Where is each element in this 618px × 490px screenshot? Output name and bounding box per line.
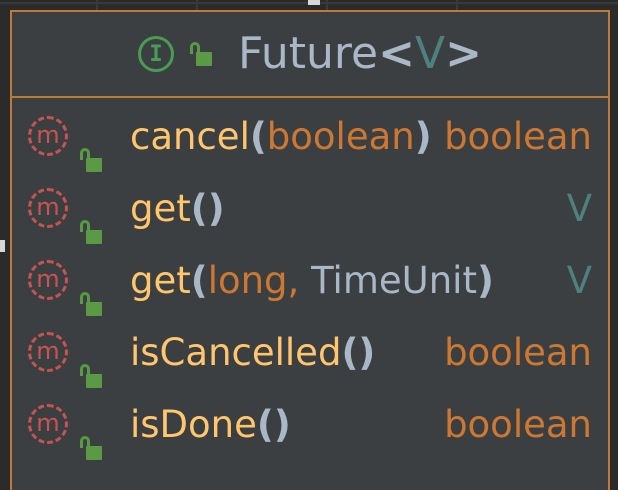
method-row[interactable]: m isDone() boolean	[12, 388, 608, 460]
close-paren: )	[476, 258, 494, 302]
return-type: boolean	[444, 114, 592, 158]
public-lock-icon	[80, 148, 102, 172]
interface-icon-letter: I	[149, 41, 163, 67]
class-title: Future<V>	[238, 32, 482, 76]
method-icon-letter: m	[36, 120, 60, 149]
method-icon: m	[28, 188, 68, 228]
open-paren: (	[256, 402, 274, 446]
method-row[interactable]: m isCancelled() boolean	[12, 316, 608, 388]
return-type: boolean	[444, 402, 592, 446]
method-name: get	[130, 186, 191, 230]
close-paren: )	[414, 114, 432, 158]
method-name: get	[130, 258, 191, 302]
open-paren: (	[190, 186, 208, 230]
canvas-marker	[0, 240, 5, 252]
public-lock-icon	[80, 292, 102, 316]
method-parameter: long	[207, 258, 288, 302]
public-lock-icon	[80, 364, 102, 388]
method-signature: isDone()	[130, 406, 291, 443]
close-paren: )	[273, 402, 291, 446]
interface-icon: I	[138, 36, 174, 72]
close-paren: )	[207, 186, 225, 230]
method-parameter: boolean	[266, 114, 415, 158]
method-icon: m	[28, 260, 68, 300]
return-type: V	[566, 258, 592, 302]
class-name: Future	[238, 28, 379, 79]
method-name: isDone	[130, 402, 257, 446]
return-type: V	[566, 186, 592, 230]
close-paren: )	[358, 330, 376, 374]
method-name: cancel	[130, 114, 250, 158]
method-icon: m	[28, 404, 68, 444]
return-type: boolean	[444, 330, 592, 374]
method-row[interactable]: m get(long, TimeUnit) V	[12, 244, 608, 316]
method-name: isCancelled	[130, 330, 342, 374]
method-icon: m	[28, 116, 68, 156]
type-close-angle: >	[445, 28, 482, 79]
method-icon-letter: m	[36, 408, 60, 437]
method-signature: cancel(boolean)	[130, 118, 432, 155]
method-parameter: TimeUnit	[311, 258, 477, 302]
method-icon: m	[28, 332, 68, 372]
public-lock-icon	[80, 436, 102, 460]
public-lock-icon	[80, 220, 102, 244]
public-lock-icon	[190, 42, 212, 66]
open-paren: (	[341, 330, 359, 374]
method-icon-letter: m	[36, 336, 60, 365]
method-signature: get()	[130, 190, 225, 227]
method-icon-letter: m	[36, 192, 60, 221]
class-header[interactable]: I Future<V>	[12, 12, 608, 98]
type-open-angle: <	[378, 28, 415, 79]
method-icon-letter: m	[36, 264, 60, 293]
open-paren: (	[190, 258, 208, 302]
open-paren: (	[249, 114, 267, 158]
canvas-marker	[308, 0, 320, 5]
method-signature: get(long, TimeUnit)	[130, 262, 494, 299]
method-parameter: ,	[287, 258, 312, 302]
method-signature: isCancelled()	[130, 334, 375, 371]
method-row[interactable]: m get() V	[12, 172, 608, 244]
type-parameter: V	[415, 28, 446, 79]
